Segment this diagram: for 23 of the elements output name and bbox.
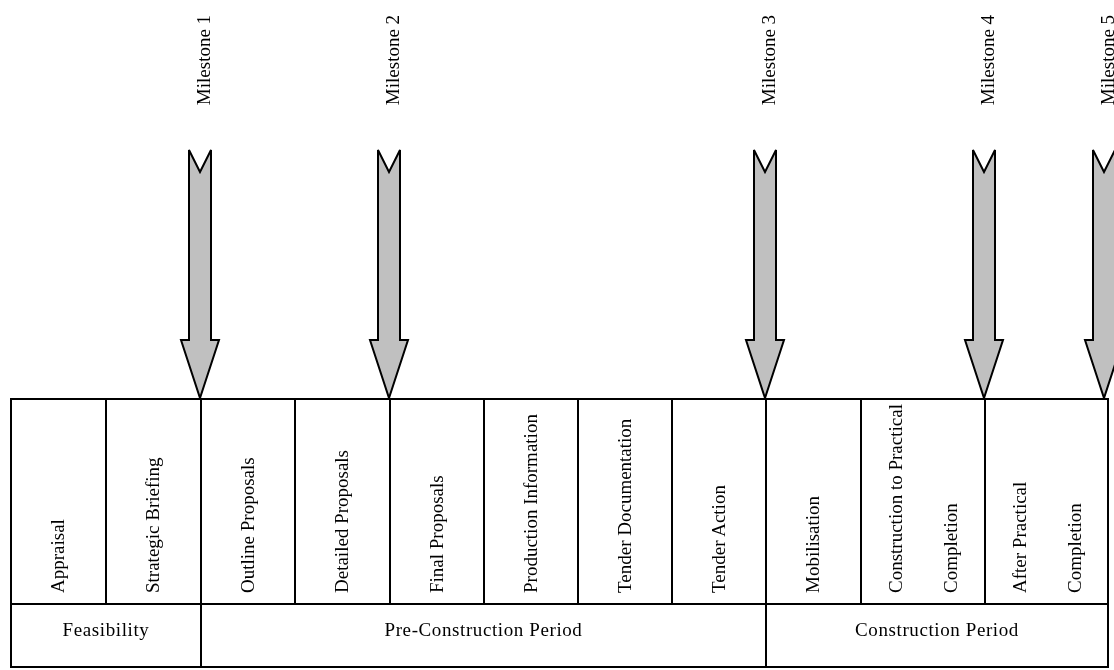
stage-cell xyxy=(10,398,107,605)
stage-label: Construction to Practical Completion xyxy=(884,403,962,593)
stage-label: Tender Action xyxy=(707,485,730,593)
milestone-label: Milestone 4 xyxy=(976,13,999,108)
milestone-label: Milestone 5 xyxy=(1096,13,1114,108)
stage-label: Outline Proposals xyxy=(236,457,259,593)
stage-label: Detailed Proposals xyxy=(331,450,354,593)
milestone-label: Milestone 1 xyxy=(192,13,215,108)
stage-label: Production Information xyxy=(519,414,542,593)
stage-label: Final Proposals xyxy=(425,475,448,593)
stage-label: Mobilisation xyxy=(802,495,825,593)
stage-label: Strategic Briefing xyxy=(142,457,165,593)
milestone-label: Milestone 3 xyxy=(757,13,780,108)
stage-cell xyxy=(984,398,1109,605)
stage-label: Appraisal xyxy=(47,519,70,593)
phase-cell xyxy=(765,603,1109,668)
stage-label: After Practical Completion xyxy=(1007,480,1086,593)
phase-cell xyxy=(10,603,202,668)
phase-label: Feasibility xyxy=(61,619,151,641)
stage-label: Tender Documentation xyxy=(613,418,636,593)
phase-label: Construction Period xyxy=(854,619,1020,641)
milestone-label: Milestone 2 xyxy=(381,13,404,108)
phase-label: Pre-Construction Period xyxy=(383,619,584,641)
